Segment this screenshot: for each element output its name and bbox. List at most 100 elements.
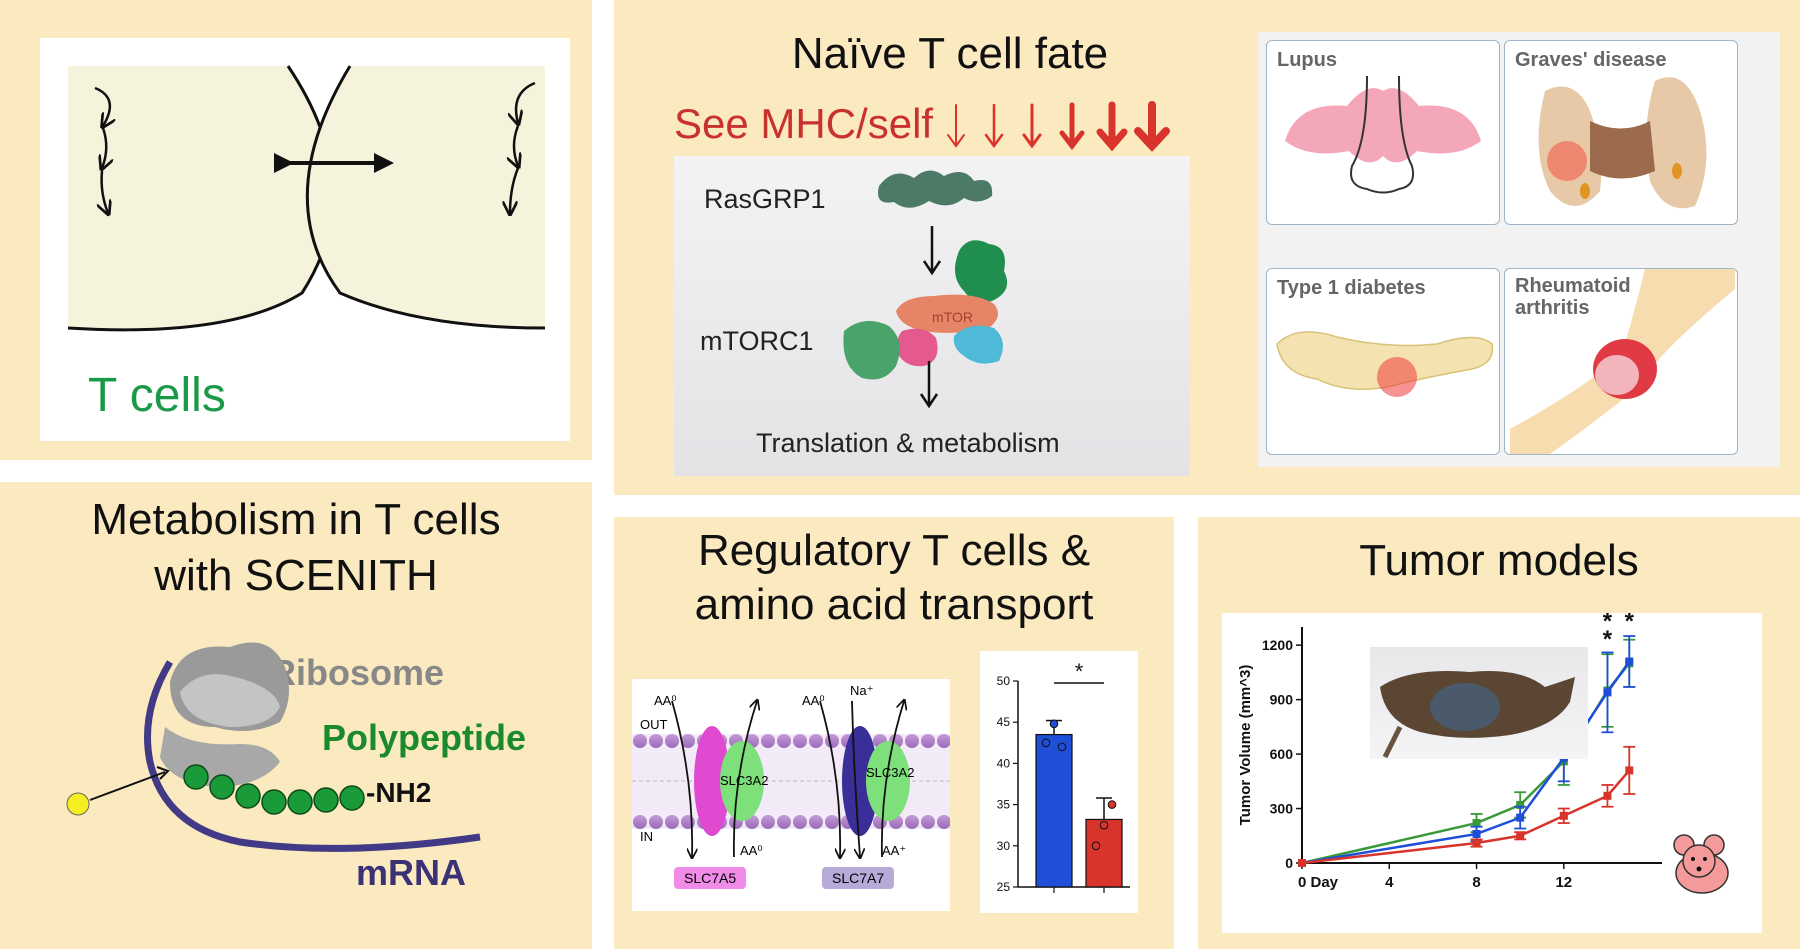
naive-t-cell-fate-title: Naïve T cell fate <box>791 29 1109 78</box>
y-tick-label: 0 <box>1285 855 1293 871</box>
arrow-down-icon <box>947 104 965 148</box>
mtorc1-diagram: RasGRP1 mTORC1 Translation & metabolism … <box>674 156 1190 476</box>
arrow-down-icon <box>984 103 1004 149</box>
lupus-card: Lupus <box>1266 40 1500 225</box>
nh2-label: -NH2 <box>366 777 432 808</box>
data-point <box>1516 800 1525 809</box>
pras40-protein <box>896 328 938 367</box>
data-point <box>1559 811 1568 820</box>
rasgrp1-protein <box>878 170 993 208</box>
y-tick-label: 45 <box>997 715 1011 729</box>
scenith-title-1: Metabolism in T cells <box>91 495 501 544</box>
data-point <box>1107 800 1117 809</box>
slc3a2-label-b: SLC3A2 <box>866 765 915 780</box>
data-point <box>1516 831 1525 840</box>
data-point <box>1472 819 1481 828</box>
data-point <box>1516 813 1525 822</box>
na-label: Na⁺ <box>850 683 874 698</box>
polypeptide-chain <box>183 764 365 815</box>
bar <box>1085 818 1123 888</box>
right-cell <box>307 66 545 328</box>
y-tick-label: 1200 <box>1262 637 1293 653</box>
down-arrow-icon <box>516 81 536 123</box>
ribosome-label: Ribosome <box>270 652 445 693</box>
x-tick-label: 0 Day <box>1298 874 1339 891</box>
y-tick-label: 300 <box>1270 801 1294 817</box>
ra-card: Rheumatoid arthritis <box>1504 268 1738 455</box>
arrow-down-icon <box>919 361 939 409</box>
significance-star: * <box>1603 613 1613 635</box>
y-tick-label: 40 <box>997 756 1011 770</box>
slc7a7-transporter <box>842 726 878 836</box>
mrna-label: mRNA <box>356 852 467 893</box>
series-line <box>1301 660 1631 865</box>
significance-star: * <box>1603 626 1613 653</box>
bar <box>1035 733 1073 888</box>
out-label: OUT <box>640 717 668 732</box>
mtor-protein <box>896 294 998 333</box>
mrna-strand <box>144 660 481 852</box>
joint-drawing <box>1510 269 1735 454</box>
mouse-icon <box>1662 825 1740 903</box>
ribosome-drawing <box>66 642 481 852</box>
down-arrow-icon <box>94 86 110 126</box>
down-arrow-icon <box>102 127 106 168</box>
panel-regulatory-t-cells: Regulatory T cells & amino acid transpor… <box>614 517 1174 949</box>
puromycin-dot <box>66 792 90 816</box>
signal-strength-arrows <box>947 101 1170 152</box>
scenith-title-2: with SCENITH <box>154 551 438 600</box>
svg-text:mTOR: mTOR <box>932 309 973 325</box>
treg-title-1: Regulatory T cells & <box>697 526 1091 575</box>
disease-grid: Lupus Graves' disease Type 1 diabetes <box>1258 32 1780 467</box>
aa0-label-c: AA⁰ <box>740 843 763 858</box>
series-line <box>1301 769 1631 865</box>
tumor-models-title: Tumor models <box>1359 536 1639 585</box>
data-point <box>1298 859 1306 867</box>
t-cells-label: T cells <box>88 369 226 422</box>
data-point <box>1603 791 1612 800</box>
graves-label: Graves' disease <box>1515 49 1667 71</box>
slc3a2-b <box>866 741 910 821</box>
panel-t-cells: T cells <box>0 0 592 460</box>
aa0-label-b: AA⁰ <box>802 693 825 708</box>
data-point <box>1625 766 1634 775</box>
thyroid-drawing <box>1538 77 1707 209</box>
data-point <box>1091 841 1101 851</box>
y-tick-label: 50 <box>997 674 1011 688</box>
y-axis-label: Tumor Volume (mm^3) <box>1237 665 1254 826</box>
down-arrow-icon <box>510 167 520 213</box>
significance-star: * <box>1625 613 1635 635</box>
treg-title-2: amino acid transport <box>694 580 1094 629</box>
t-cells-image: T cells <box>40 38 570 441</box>
arrow-down-icon <box>922 226 942 276</box>
aa-plus-label: AA⁺ <box>882 843 907 858</box>
raptor-protein <box>955 240 1008 303</box>
x-tick-label: 8 <box>1472 874 1480 891</box>
slc3a2-a <box>720 741 764 821</box>
data-point <box>1603 688 1612 697</box>
transporter-diagram: AA⁰ AA⁰ Na⁺ OUT IN AA⁰ AA⁺ SLC3A2 SLC3A2… <box>632 679 951 911</box>
mtorc1-label: mTORC1 <box>700 326 814 356</box>
aa0-label-a: AA⁰ <box>654 693 677 708</box>
polypeptide-label: Polypeptide <box>322 717 527 758</box>
data-point <box>1041 738 1051 748</box>
arrow-down-icon <box>1022 103 1042 149</box>
data-point <box>1625 657 1634 666</box>
lupus-face-drawing <box>1285 75 1481 194</box>
slc7a5-transporter <box>694 726 730 836</box>
x-tick-label: 12 <box>1555 874 1572 891</box>
significance-star: * <box>1075 659 1084 684</box>
rasgrp1-label: RasGRP1 <box>704 184 826 214</box>
see-mhc-label: See MHC/self <box>674 100 934 147</box>
slc3a2-label-a: SLC3A2 <box>720 773 769 788</box>
y-tick-label: 35 <box>997 798 1011 812</box>
mouse-photo-drawing <box>1380 671 1575 759</box>
left-cell <box>68 66 333 330</box>
pancreas-drawing <box>1276 331 1494 397</box>
graves-card: Graves' disease <box>1504 40 1738 225</box>
